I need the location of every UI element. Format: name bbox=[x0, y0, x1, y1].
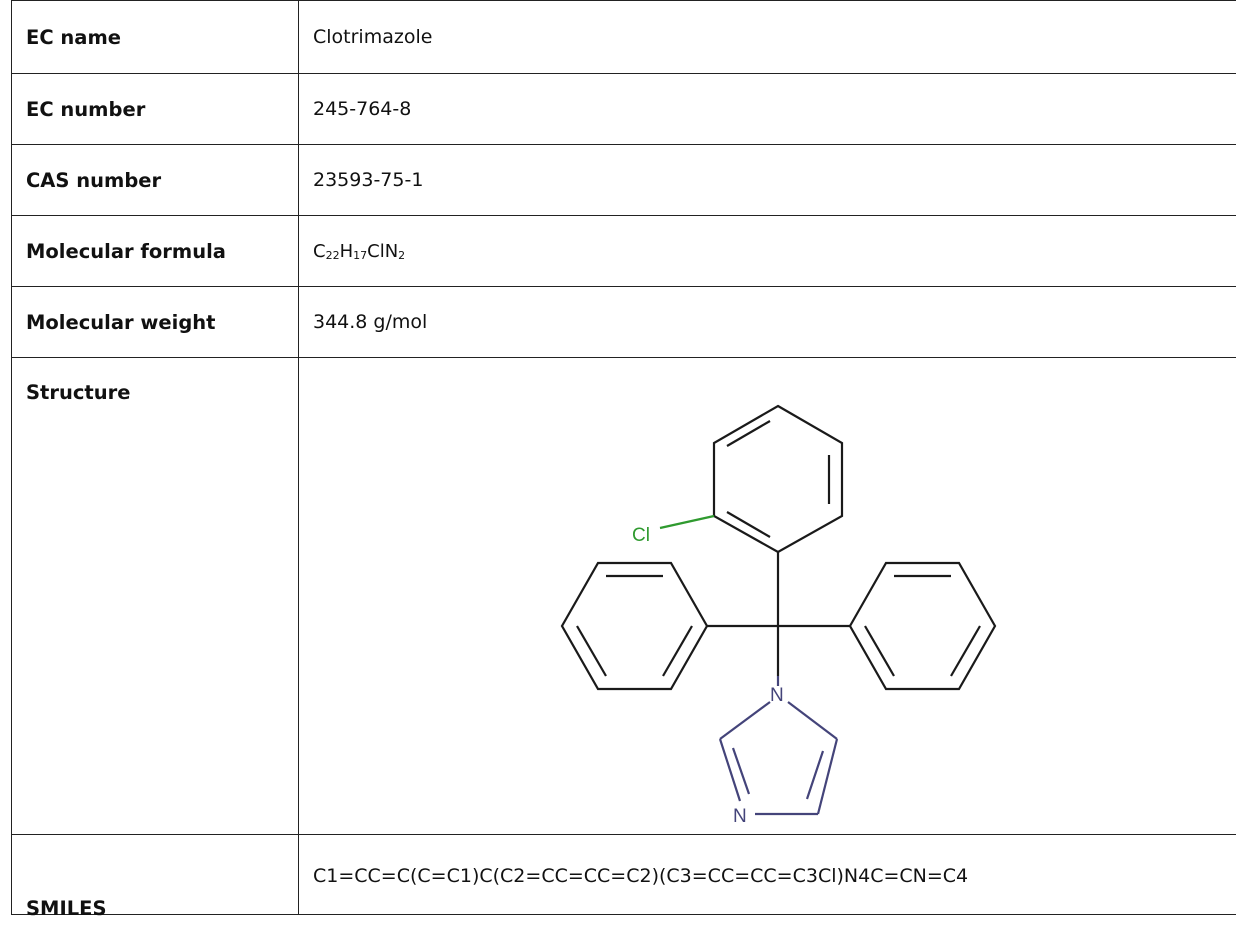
formula-count-n: 2 bbox=[398, 249, 406, 262]
ec-number-value: 245-764-8 bbox=[298, 73, 1236, 145]
smiles-label: SMILES bbox=[26, 897, 107, 920]
molecular-weight-value: 344.8 g/mol bbox=[298, 286, 1236, 358]
formula-element-h: H bbox=[339, 241, 354, 262]
ec-name-label: EC name bbox=[11, 0, 299, 74]
structure-cell: Cl bbox=[298, 357, 1236, 835]
nitrogen-atom-label-top: N bbox=[770, 685, 784, 706]
chlorine-bond bbox=[659, 514, 715, 530]
right-phenyl-ring bbox=[848, 561, 997, 691]
cas-number-value: 23593-75-1 bbox=[298, 144, 1236, 216]
imidazole-ring bbox=[718, 701, 839, 816]
clotrimazole-structure-diagram: Cl bbox=[560, 404, 997, 827]
chlorophenyl-ring bbox=[712, 404, 844, 554]
left-phenyl-ring bbox=[560, 561, 709, 691]
nitrogen-atom-label-bottom: N bbox=[733, 806, 747, 827]
row-structure: Structure Cl bbox=[11, 357, 1236, 835]
row-ec-name: EC name Clotrimazole bbox=[11, 0, 1236, 74]
row-molecular-weight: Molecular weight 344.8 g/mol bbox=[11, 286, 1236, 358]
molecular-formula-label: Molecular formula bbox=[11, 215, 299, 287]
formula-element-c: C bbox=[313, 241, 326, 262]
ec-name-value: Clotrimazole bbox=[298, 0, 1236, 74]
formula-count-c: 22 bbox=[325, 249, 340, 262]
row-ec-number: EC number 245-764-8 bbox=[11, 73, 1236, 145]
cas-number-label: CAS number bbox=[11, 144, 299, 216]
ec-number-label: EC number bbox=[11, 73, 299, 145]
row-molecular-formula: Molecular formula C22H17ClN2 bbox=[11, 215, 1236, 287]
row-smiles: SMILES C1=CC=C(C=C1)C(C2=CC=CC=C2)(C3=CC… bbox=[11, 834, 1236, 920]
substance-properties-table: EC name Clotrimazole EC number 245-764-8… bbox=[11, 0, 1236, 920]
smiles-value: C1=CC=C(C=C1)C(C2=CC=CC=C2)(C3=CC=CC=C3C… bbox=[298, 834, 1236, 915]
molecular-weight-label: Molecular weight bbox=[11, 286, 299, 358]
chlorine-atom-label: Cl bbox=[632, 525, 650, 546]
formula-count-h: 17 bbox=[353, 249, 368, 262]
molecular-formula-value: C22H17ClN2 bbox=[298, 215, 1236, 287]
structure-label: Structure bbox=[11, 357, 299, 835]
row-cas-number: CAS number 23593-75-1 bbox=[11, 144, 1236, 216]
formula-element-cln: ClN bbox=[367, 241, 399, 262]
smiles-label-cell: SMILES bbox=[11, 834, 299, 920]
